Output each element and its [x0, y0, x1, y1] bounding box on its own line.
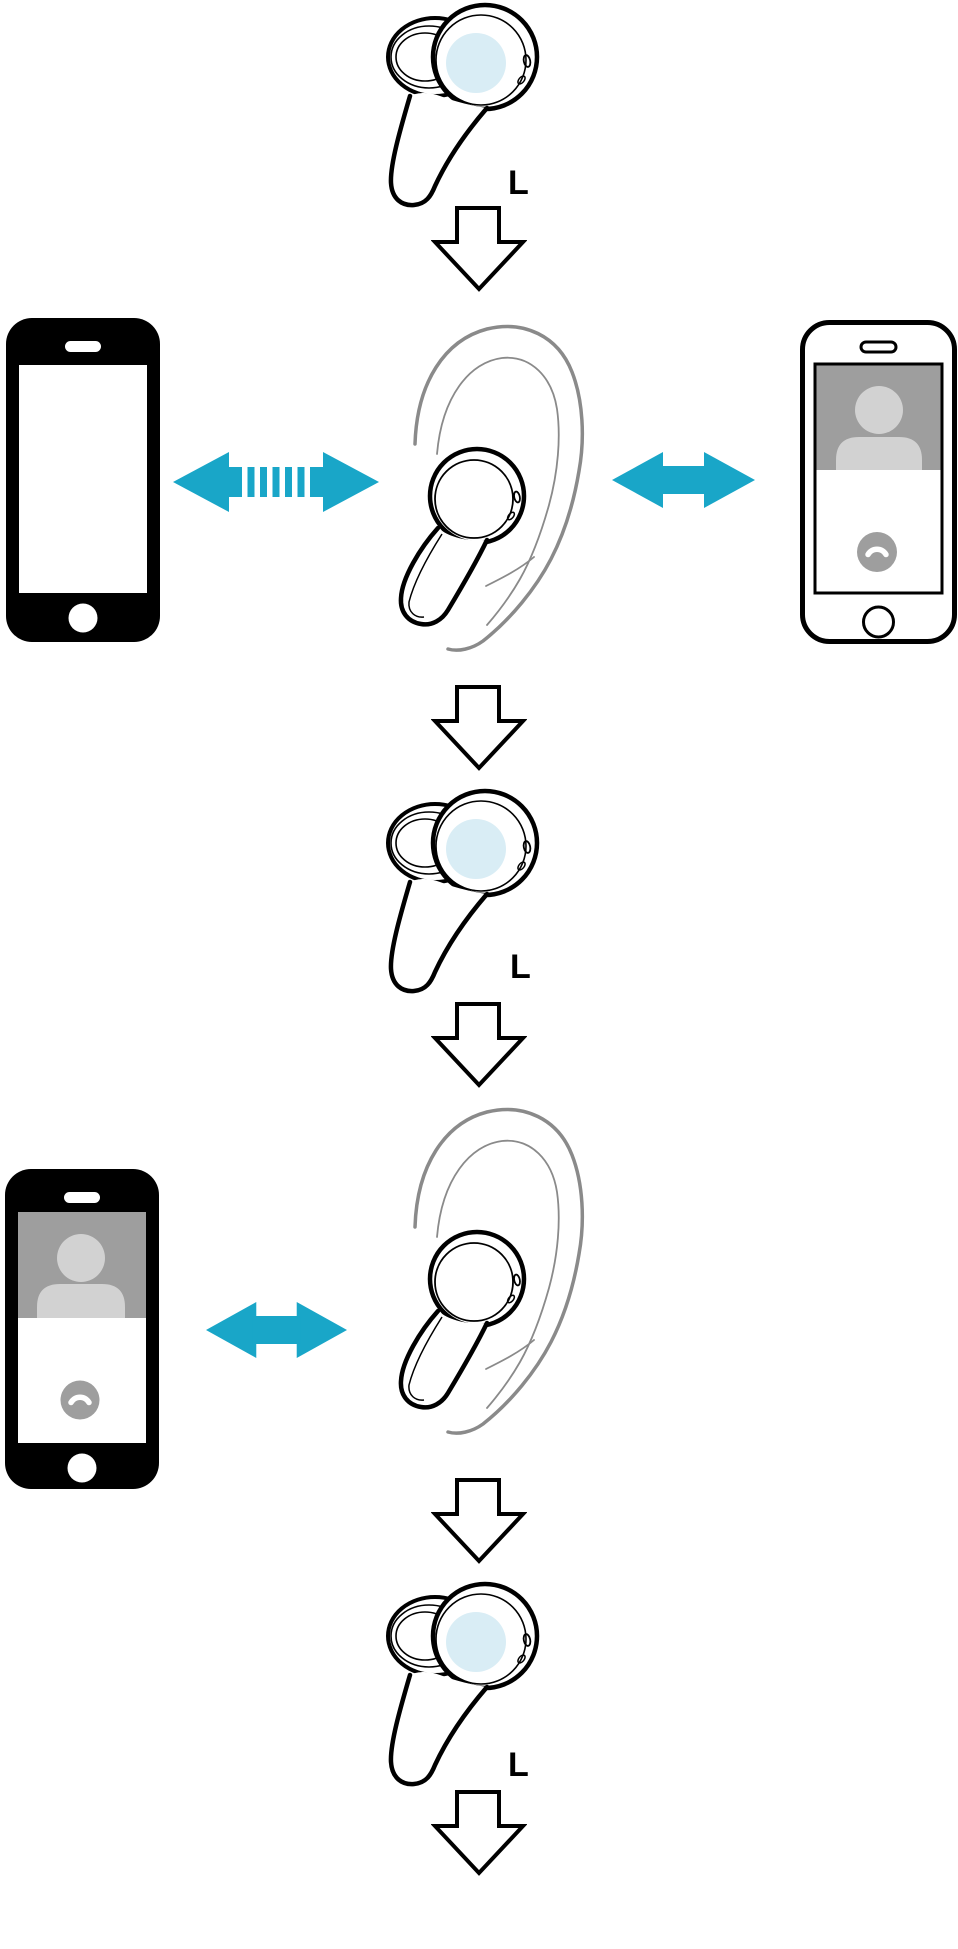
music-phone-icon: [5, 317, 161, 643]
bluetooth-connected-arrow-icon: [205, 1299, 348, 1361]
left-earbud-label: L: [510, 948, 531, 986]
bluetooth-connected-arrow-icon: [611, 449, 756, 511]
down-arrow-icon: [431, 206, 527, 292]
down-arrow-icon: [431, 1478, 527, 1564]
incoming-call-phone-outline-icon: [800, 320, 957, 644]
down-arrow-icon: [431, 1002, 527, 1088]
ear-with-earbud-icon: [390, 320, 590, 655]
left-earbud-label: L: [508, 164, 529, 202]
down-arrow-icon: [431, 685, 527, 771]
bluetooth-connecting-arrow-striped-icon: [172, 450, 380, 514]
down-arrow-icon: [431, 1790, 527, 1876]
ear-with-earbud-icon: [390, 1103, 590, 1438]
left-earbud-label: L: [508, 1746, 529, 1784]
incoming-call-phone-icon: [4, 1168, 160, 1490]
